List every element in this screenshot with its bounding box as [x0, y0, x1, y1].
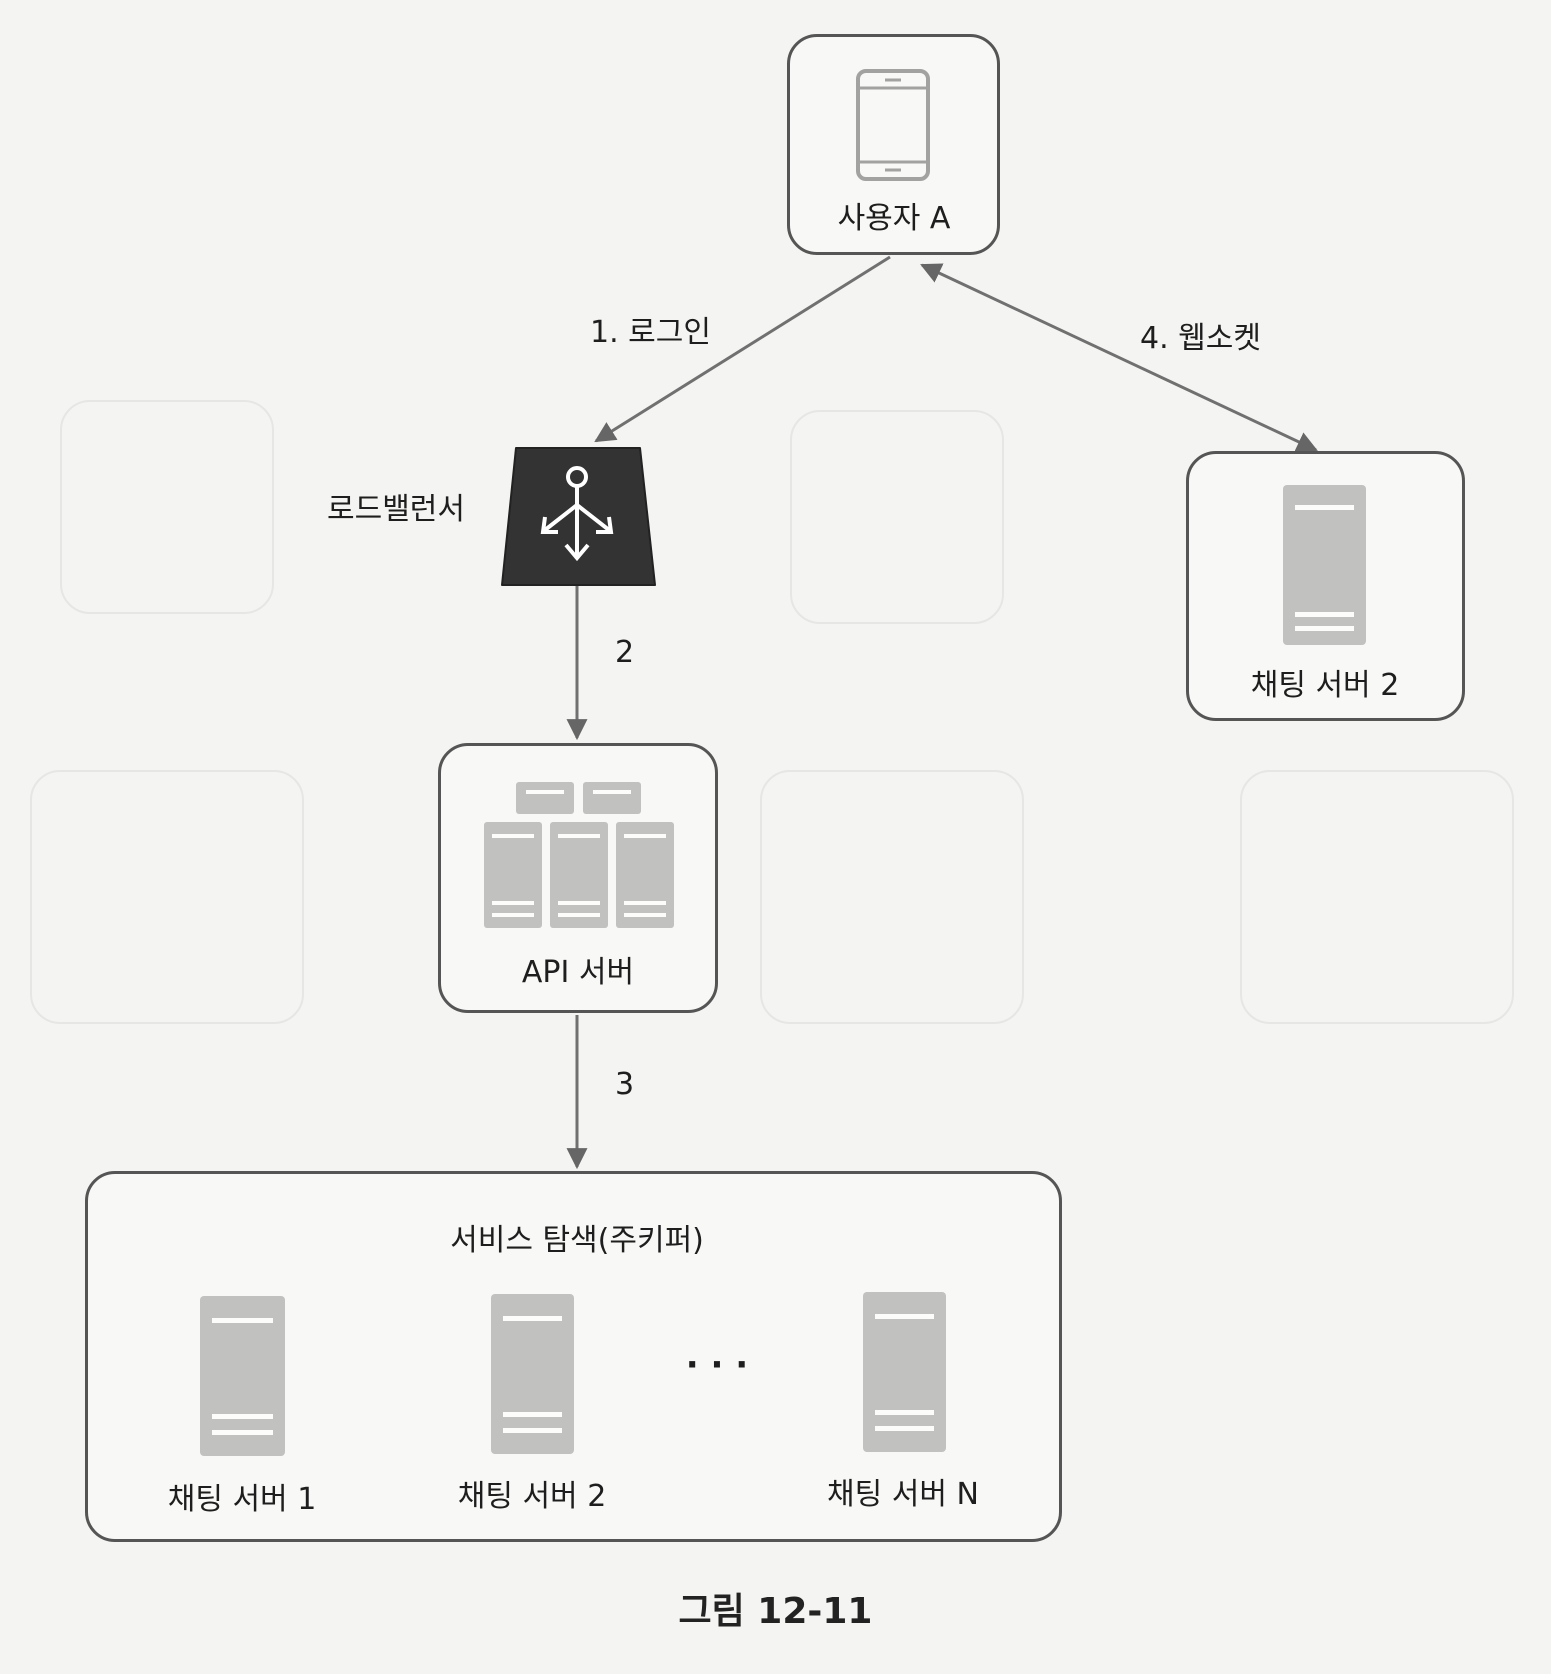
ghost-box — [760, 770, 1024, 1024]
edge-2-label: 2 — [615, 635, 635, 670]
chat-server-1-label: 채팅 서버 1 — [167, 1482, 317, 1517]
service-discovery-node — [85, 1171, 1062, 1542]
chat-server-2-label: 채팅 서버 2 — [1250, 668, 1400, 703]
edge-login-label: 1. 로그인 — [590, 315, 711, 350]
edge-websocket-label: 4. 웹소켓 — [1140, 321, 1261, 356]
chat-server-2-node — [1186, 451, 1465, 721]
ghost-box — [30, 770, 304, 1024]
ghost-box — [60, 400, 274, 614]
api-server-node — [438, 743, 718, 1013]
chat-server-2-label: 채팅 서버 2 — [457, 1479, 607, 1514]
load-balancer-icon — [501, 447, 656, 586]
edge-websocket — [920, 263, 1318, 452]
user-label: 사용자 A — [837, 201, 951, 236]
figure-caption: 그림 12-11 — [678, 1591, 873, 1632]
chat-server-n-label: 채팅 서버 N — [827, 1477, 979, 1512]
ghost-box — [790, 410, 1004, 624]
service-discovery-label: 서비스 탐색(주키퍼) — [450, 1223, 704, 1258]
ellipsis: · · · — [685, 1345, 749, 1385]
ghost-box — [1240, 770, 1514, 1024]
load-balancer-label: 로드밸런서 — [327, 492, 465, 527]
edge-login — [594, 255, 891, 443]
user-node — [787, 34, 1000, 255]
api-server-label: API 서버 — [521, 955, 635, 990]
edge-3-label: 3 — [615, 1067, 635, 1102]
